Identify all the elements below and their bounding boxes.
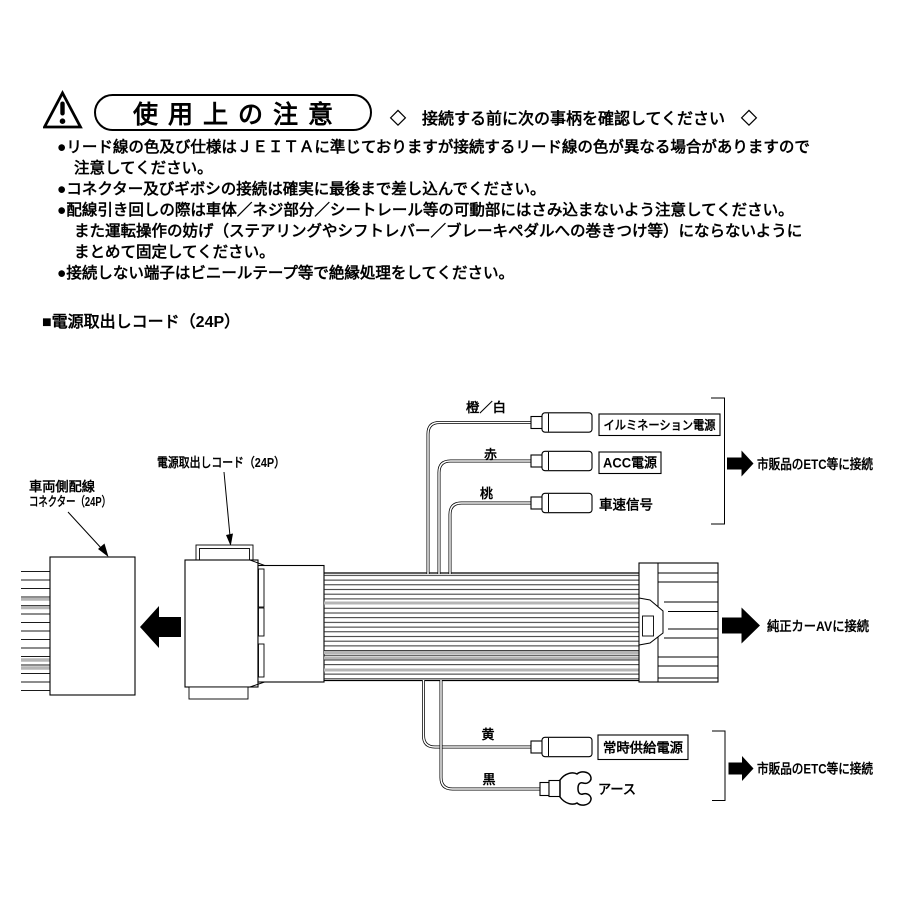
precaution-line: 注意してください。 xyxy=(74,160,213,177)
speed-signal-label: 車速信号 xyxy=(599,497,653,513)
connector-latch-slot xyxy=(642,615,654,637)
wire-label-orange-white: 橙／白 xyxy=(466,400,506,415)
harness-label: 電源取出しコード（24P） xyxy=(157,455,285,470)
vehicle-connector-pointer-arrowhead xyxy=(98,543,109,557)
orange-white-wire-core xyxy=(427,421,533,574)
illumination-power-label: イルミネーション電源 xyxy=(604,418,716,433)
pink-wire xyxy=(448,501,533,574)
vehicle-side-connector xyxy=(49,556,136,696)
connector-slot xyxy=(258,568,265,608)
ground-label: アース xyxy=(598,782,636,797)
connector-top-tab-inner xyxy=(199,548,250,562)
wire-label-red: 赤 xyxy=(484,447,497,462)
giboshi-terminal-speed xyxy=(530,492,593,514)
warning-exclamation-bar xyxy=(60,101,65,116)
harness-label-pointer-arrowhead xyxy=(226,533,233,546)
acc-power-label: ACC電源 xyxy=(603,455,657,471)
ground-terminal xyxy=(539,771,592,806)
precaution-line: ●配線引き回しの際は車体／ネジ部分／シートレール等の可動部にはさみ込まないよう注… xyxy=(57,202,794,219)
wire-label-pink: 桃 xyxy=(480,486,493,501)
connect-etc-top-label: 市販品のETC等に接続 xyxy=(757,456,873,472)
precaution-line: ●接続しない端子はビニールテープ等で絶縁処理をしてください。 xyxy=(57,265,515,282)
giboshi-terminal-constant xyxy=(530,736,593,758)
arrow-left-icon xyxy=(140,606,181,648)
vehicle-connector-label-line1: 車両側配線 xyxy=(29,479,96,494)
giboshi-terminal-acc xyxy=(530,450,593,472)
warning-triangle-icon xyxy=(43,90,83,129)
wiring-diagram: 電源取出しコード（24P） 車両側配線 コネクター（24P） xyxy=(21,397,873,806)
top-group-bracket xyxy=(711,397,725,525)
connector-hood xyxy=(257,564,325,683)
connector-slot xyxy=(258,643,265,678)
black-wire-core xyxy=(440,680,542,790)
harness-wire-band xyxy=(324,574,639,680)
acc-power-box xyxy=(598,451,662,475)
vehicle-connector-ribbon-wires xyxy=(21,564,50,695)
connect-etc-bottom-label: 市販品のETC等に接続 xyxy=(757,761,873,777)
pink-wire-core xyxy=(449,502,533,574)
yellow-wire-core xyxy=(422,680,532,748)
red-wire-core xyxy=(438,460,533,574)
constant-power-label: 常時供給電源 xyxy=(603,740,683,756)
vehicle-connector-pointer-line xyxy=(67,511,103,550)
precaution-list: ●リード線の色及び仕様はＪＥＩＴＡに準じておりますが接続するリード線の色が異なる… xyxy=(57,137,810,284)
connector-slot xyxy=(258,607,265,637)
arrow-right-icon xyxy=(728,756,754,781)
warning-exclamation-dot xyxy=(59,118,66,124)
bottom-group-bracket xyxy=(712,730,726,801)
red-wire xyxy=(437,459,533,574)
connect-car-av-label: 純正カーAVに接続 xyxy=(767,618,869,634)
usage-caution-title: 使用上の注意 xyxy=(94,94,372,131)
arrow-right-icon xyxy=(727,450,754,477)
connector-bottom-tab xyxy=(188,686,249,700)
precaution-line: また運転操作の妨げ（ステアリングやシフトレバー／ブレーキペダルへの巻きつけ等）に… xyxy=(74,223,803,240)
precaution-line: ●コネクター及びギボシの接続は確実に最後まで差し込んでください。 xyxy=(57,181,546,198)
power-takeout-connector-body xyxy=(184,559,259,688)
wire-label-yellow: 黄 xyxy=(482,727,495,742)
vehicle-connector-label-line2: コネクター（24P） xyxy=(29,494,111,509)
giboshi-terminal-illumination xyxy=(530,412,593,433)
arrow-right-icon xyxy=(722,607,760,644)
harness-label-pointer-line xyxy=(223,471,231,537)
car-av-connector xyxy=(638,562,719,683)
wire-label-black: 黒 xyxy=(483,772,496,787)
constant-power-box xyxy=(597,734,689,761)
illumination-power-box xyxy=(598,413,721,437)
pre-connection-note: ◇ 接続する前に次の事柄を確認してください ◇ xyxy=(390,111,758,128)
precaution-line: まとめて固定してください。 xyxy=(74,244,275,261)
section-title: ■電源取出しコード（24P） xyxy=(42,314,241,331)
precaution-line: ●リード線の色及び仕様はＪＥＩＴＡに準じておりますが接続するリード線の色が異なる… xyxy=(57,139,810,156)
